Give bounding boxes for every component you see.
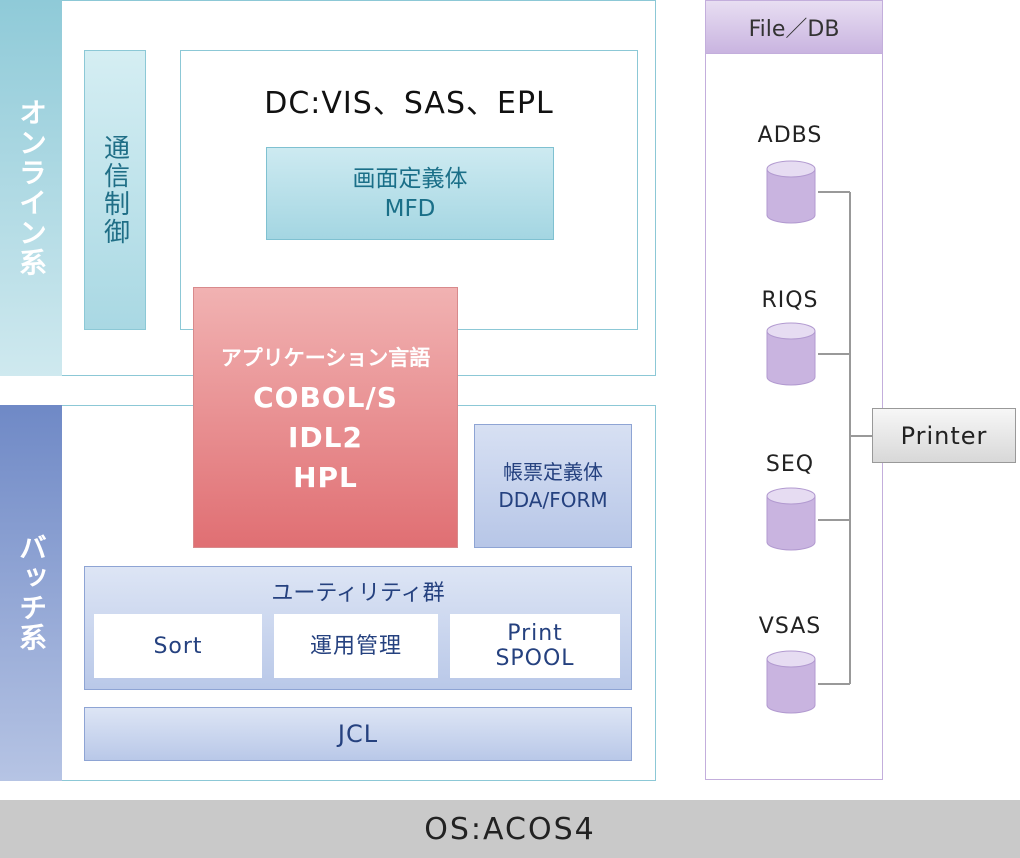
database-icon-riqs <box>766 322 816 386</box>
os-label: OS:ACOS4 <box>424 811 596 847</box>
application-language-title: アプリケーション言語 <box>220 345 431 370</box>
database-icon-vsas <box>766 650 816 714</box>
utility-spool-line1: Print <box>507 621 563 646</box>
form-definition-format: DDA/FORM <box>498 488 608 512</box>
screen-definition-box: 画面定義体 MFD <box>266 147 554 240</box>
language-hpl: HPL <box>293 460 358 494</box>
comm-control-box: 通信制御 <box>84 50 146 330</box>
printer-label: Printer <box>900 421 988 450</box>
db-label-seq: SEQ <box>765 452 815 477</box>
utility-sort: Sort <box>94 614 262 678</box>
filedb-column <box>705 0 883 780</box>
printer-box: Printer <box>872 408 1016 463</box>
utility-sort-label: Sort <box>153 633 203 659</box>
batch-band-label: バッチ系 <box>0 405 62 781</box>
database-icon-adbs <box>766 160 816 224</box>
database-icon-seq <box>766 487 816 551</box>
jcl-box: JCL <box>84 707 632 761</box>
db-label-riqs: RIQS <box>761 288 819 313</box>
form-definition-label: 帳票定義体 <box>503 460 603 484</box>
screen-definition-label: 画面定義体 <box>352 165 468 192</box>
utility-title: ユーティリティ群 <box>271 581 445 606</box>
application-language-box: アプリケーション言語 COBOL/S IDL2 HPL <box>193 287 458 548</box>
comm-control-label: 通信制御 <box>99 134 130 246</box>
db-label-vsas: VSAS <box>758 614 822 639</box>
language-cobol: COBOL/S <box>253 380 398 414</box>
jcl-label: JCL <box>337 720 379 748</box>
utility-print-spool: Print SPOOL <box>450 614 620 678</box>
online-band-label: オンライン系 <box>0 0 62 376</box>
utility-operations-label: 運用管理 <box>309 633 402 659</box>
os-bar: OS:ACOS4 <box>0 800 1020 858</box>
screen-definition-format: MFD <box>384 195 436 222</box>
dc-label: DC:VIS、SAS、EPL <box>264 86 554 121</box>
utility-spool-line2: SPOOL <box>495 646 575 671</box>
db-label-adbs: ADBS <box>757 123 823 148</box>
utility-operations: 運用管理 <box>274 614 438 678</box>
language-idl2: IDL2 <box>288 420 363 454</box>
form-definition-box: 帳票定義体 DDA/FORM <box>474 424 632 548</box>
filedb-header: File／DB <box>705 0 883 54</box>
